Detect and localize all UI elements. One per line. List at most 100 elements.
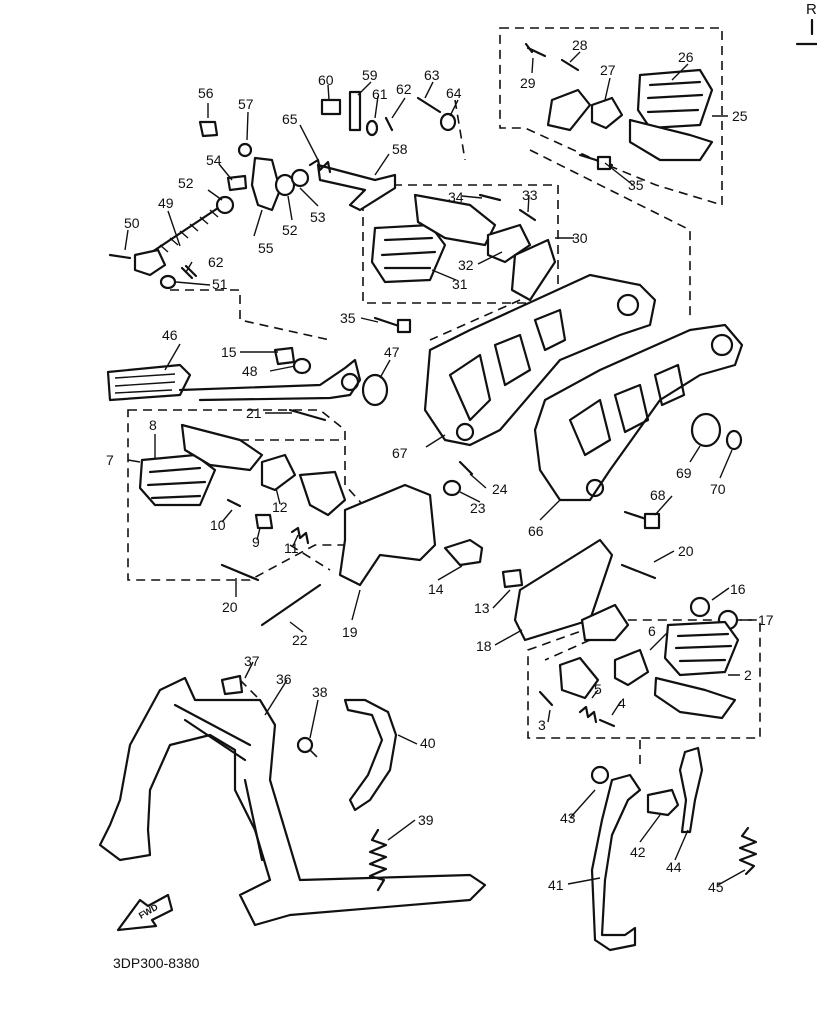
- callout-41: 41: [548, 877, 564, 893]
- callout-47: 47: [384, 344, 400, 360]
- callout-61: 61: [372, 86, 388, 102]
- washer-61: [365, 119, 379, 137]
- callout-leaders: [124, 51, 752, 886]
- callout-23: 23: [470, 500, 486, 516]
- bracket-6: [613, 648, 650, 687]
- callout-33: 33: [522, 187, 538, 203]
- callout-19: 19: [342, 624, 358, 640]
- footpeg-7: [180, 423, 264, 472]
- diagram-code: 3DP300-8380: [113, 955, 200, 971]
- cotter-62b: [180, 264, 198, 280]
- bushing-47: [361, 373, 389, 407]
- callout-27: 27: [600, 62, 616, 78]
- bolt-60: [320, 98, 342, 116]
- callout-67: 67: [392, 445, 408, 461]
- bolt-56: [198, 120, 219, 138]
- footrest-bracket-67: [423, 273, 657, 447]
- callout-65: 65: [282, 111, 298, 127]
- callout-11: 11: [284, 540, 299, 556]
- bolt-29: [524, 42, 547, 58]
- callout-20b: 20: [678, 543, 694, 559]
- nut-57: [237, 142, 253, 158]
- callout-5: 5: [594, 681, 602, 697]
- washer-23: [442, 479, 462, 497]
- callout-39: 39: [418, 812, 434, 828]
- bolt-15: [273, 346, 296, 366]
- bolt-33: [518, 208, 537, 222]
- callout-28: 28: [572, 37, 588, 53]
- center-stand-36: [98, 676, 487, 927]
- footpeg-rubber-2: [663, 620, 740, 677]
- nut-64: [439, 112, 457, 132]
- callout-42: 42: [630, 844, 646, 860]
- spacer-27: [590, 96, 624, 130]
- pin-9: [254, 513, 274, 530]
- brake-pedal-46: [106, 358, 362, 402]
- edge-rule: [795, 18, 817, 46]
- callout-25: 25: [732, 108, 748, 124]
- clevis-50: [133, 248, 167, 277]
- callout-15: 15: [221, 344, 237, 360]
- bolt-21: [288, 408, 327, 422]
- callout-labels: 28 29 27 26 25 35 33 34 30 32 31 35 56 5…: [106, 37, 774, 895]
- spring-5: [578, 705, 598, 724]
- callout-38: 38: [312, 684, 328, 700]
- bolt-28: [560, 58, 580, 72]
- clip-24: [458, 460, 474, 476]
- bolt-22: [260, 583, 322, 627]
- bolt-20a: [220, 563, 260, 582]
- callout-24: 24: [492, 481, 508, 497]
- footpeg-rubber-31: [370, 223, 447, 284]
- callout-40: 40: [420, 735, 436, 751]
- dash-hint-65: [454, 99, 466, 161]
- nut-52b: [274, 173, 296, 197]
- shaft-58: [316, 163, 397, 212]
- bolt-20b: [620, 563, 657, 580]
- plate-44: [678, 746, 704, 834]
- callout-66: 66: [528, 523, 544, 539]
- washer-53: [290, 168, 310, 188]
- callout-21: 21: [246, 405, 262, 421]
- callout-29: 29: [520, 75, 536, 91]
- group-box-25: [499, 27, 723, 207]
- callout-37: 37: [244, 653, 260, 669]
- callout-64: 64: [446, 85, 462, 101]
- callout-18: 18: [476, 638, 492, 654]
- pin-3: [538, 690, 554, 707]
- callout-20a: 20: [222, 599, 238, 615]
- callout-48: 48: [242, 363, 258, 379]
- side-stand-41: [590, 773, 642, 952]
- spring-11: [290, 526, 310, 545]
- rod-49-thread: [159, 209, 219, 253]
- washer-51: [159, 274, 177, 290]
- callout-22: 22: [292, 632, 308, 648]
- callout-60: 60: [318, 72, 334, 88]
- callout-7: 7: [106, 452, 114, 468]
- callout-14: 14: [428, 581, 444, 597]
- callout-70: 70: [710, 481, 726, 497]
- bolt-13: [501, 568, 524, 589]
- callout-12: 12: [272, 499, 288, 515]
- bolt-54: [226, 174, 248, 192]
- callout-58: 58: [392, 141, 408, 157]
- callout-69: 69: [676, 465, 692, 481]
- bushing-pair: [580, 603, 630, 642]
- bolt-63: [416, 96, 442, 114]
- footpeg-rubber-26: [636, 68, 714, 130]
- callout-57: 57: [238, 96, 254, 112]
- callout-52b: 52: [282, 222, 298, 238]
- switch-59: [348, 90, 362, 132]
- pin-50: [108, 253, 132, 260]
- callout-6: 6: [648, 623, 656, 639]
- callout-45: 45: [708, 879, 724, 895]
- arm-55: [250, 156, 282, 212]
- callout-52a: 52: [178, 175, 194, 191]
- nut-52a: [215, 195, 235, 215]
- callout-43: 43: [560, 810, 576, 826]
- edge-fragment: R: [806, 1, 817, 18]
- callout-59: 59: [362, 67, 378, 83]
- callout-30: 30: [572, 230, 588, 246]
- cap-38: [296, 736, 314, 754]
- nut-43: [590, 765, 610, 785]
